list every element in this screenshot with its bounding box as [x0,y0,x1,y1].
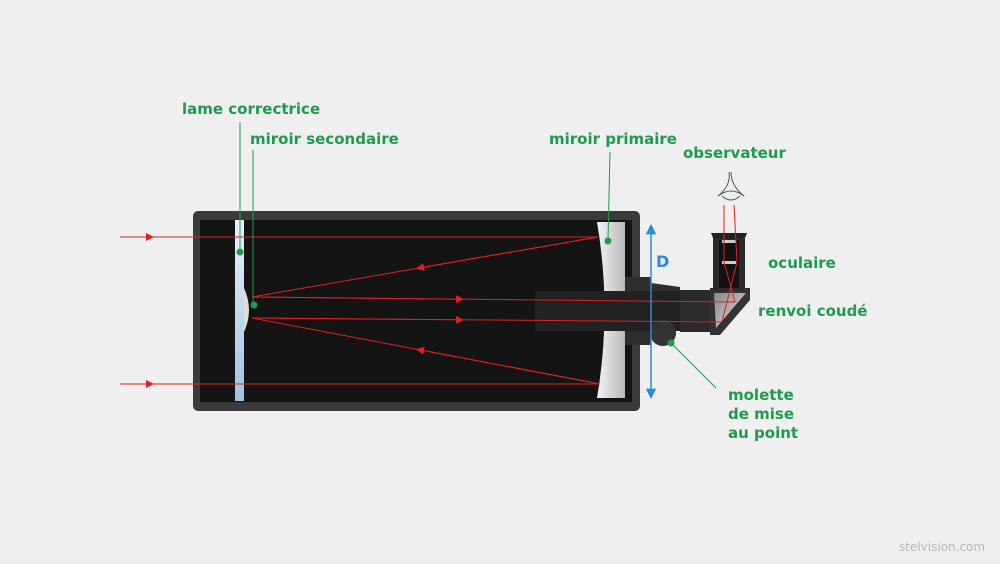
label-diameter: D [656,252,670,271]
light-rays [120,204,738,388]
focus-knob [650,320,676,346]
label-observer: observateur [683,144,786,162]
label-corrector-plate: lame correctrice [182,100,321,118]
label-line: de mise [728,405,795,423]
secondary-mirror [244,288,249,332]
label-eyepiece: oculaire [768,254,836,272]
label-secondary-mirror: miroir secondaire [250,130,399,148]
label-diagonal: renvoi coudé [758,302,868,320]
label-primary-mirror: miroir primaire [549,130,677,148]
corrector-plate [235,220,244,401]
watermark: stelvision.com [899,540,986,554]
eye-icon [717,171,745,201]
label-line: au point [728,424,799,442]
label-focus-knob: molette de mise au point [728,386,798,443]
label-line: molette [728,386,794,404]
